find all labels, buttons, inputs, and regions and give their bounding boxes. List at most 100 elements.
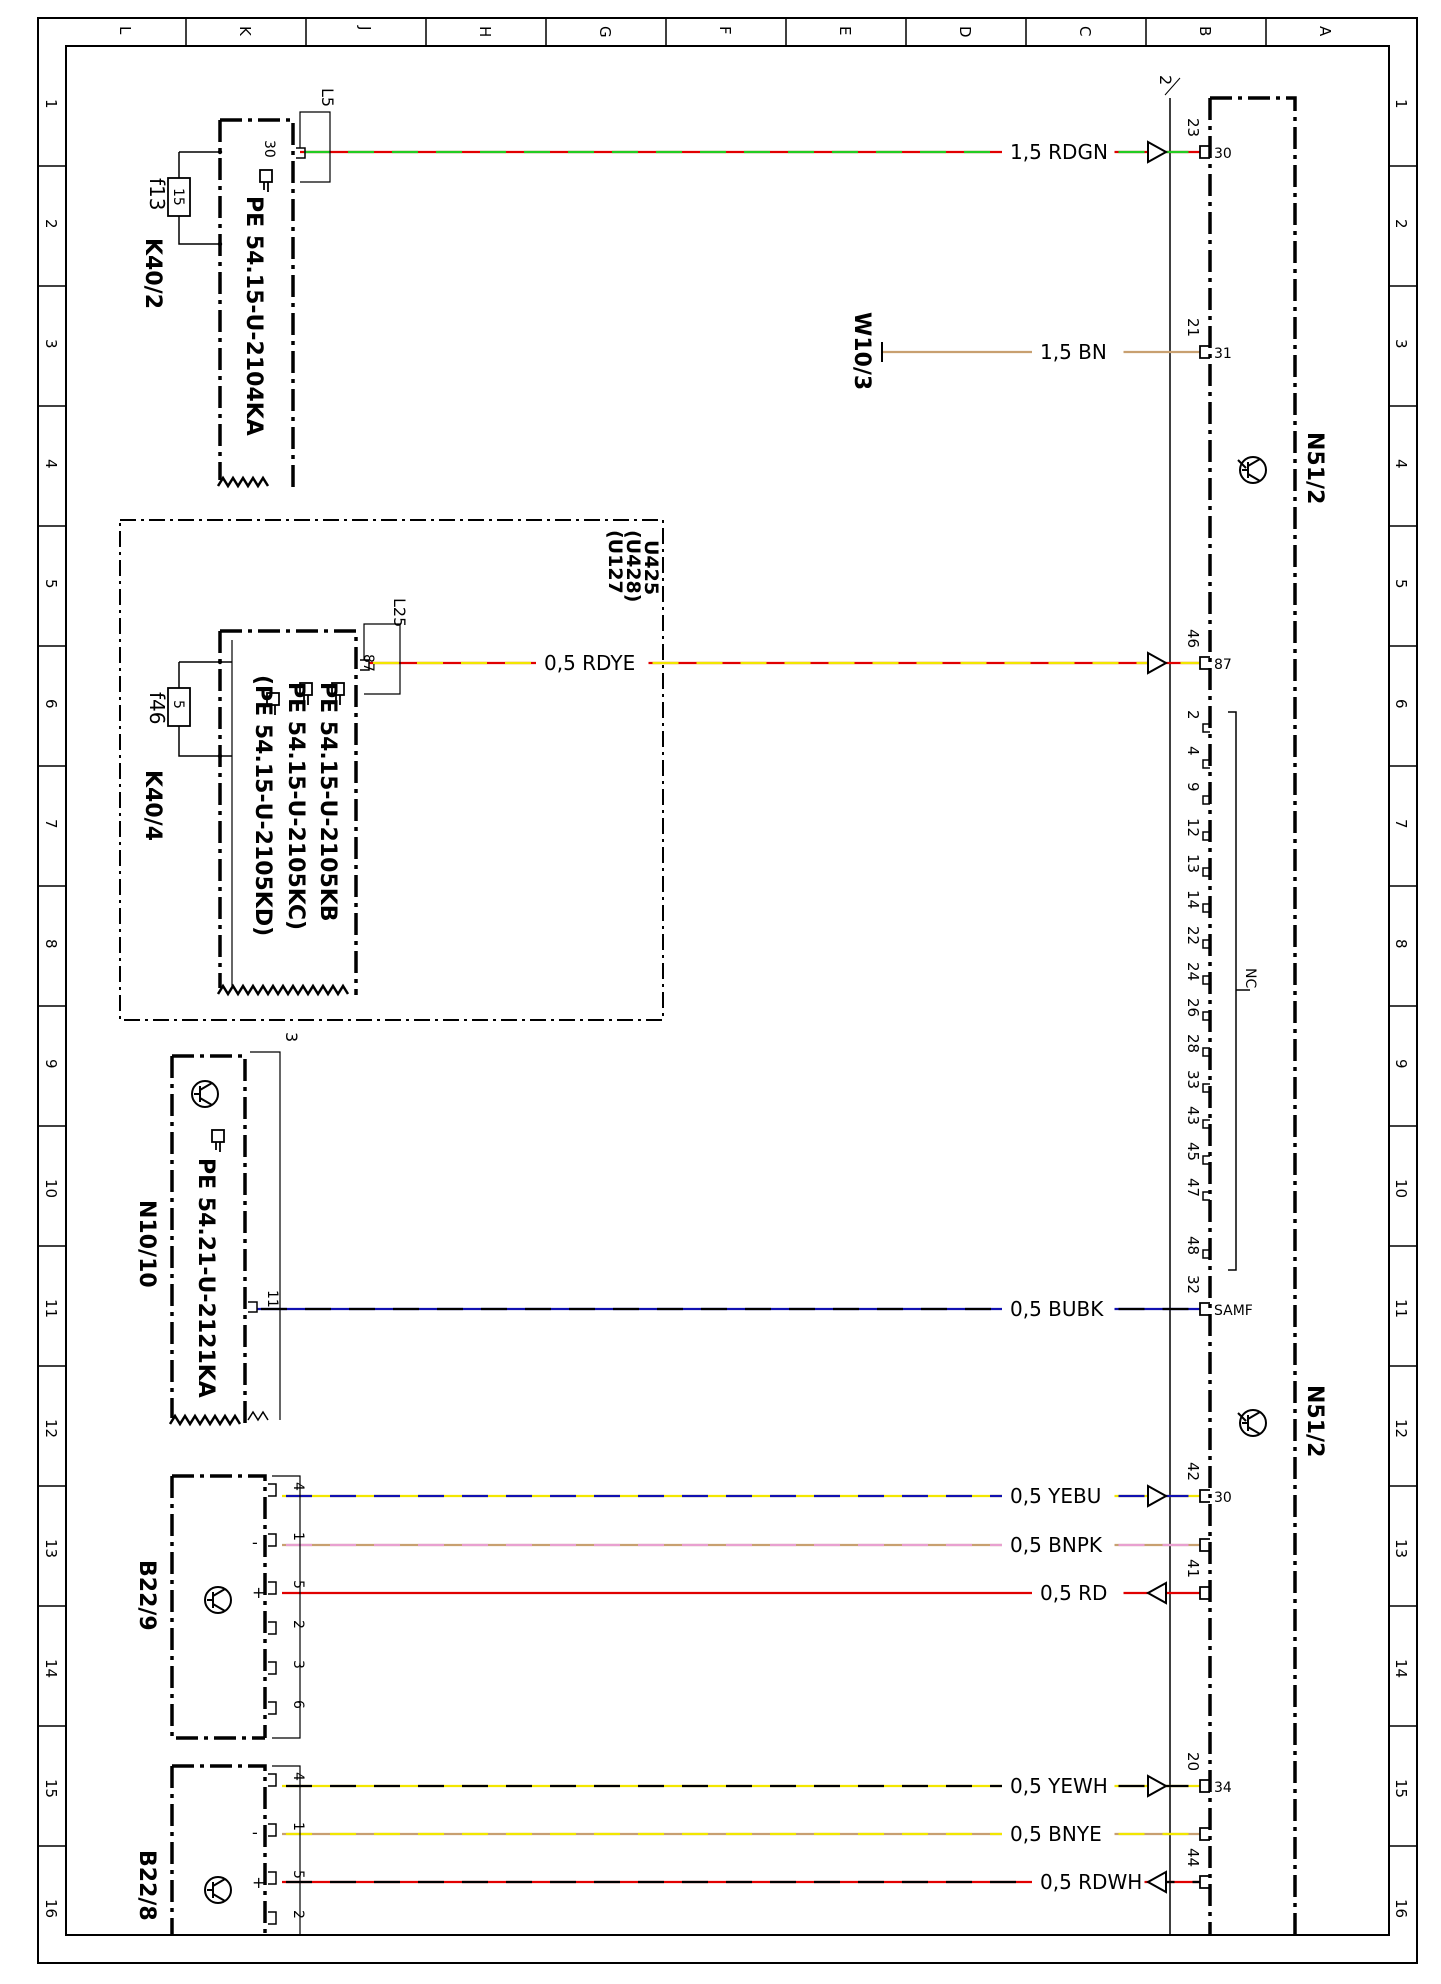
column-label-l: L [116,26,134,35]
column-label-j: J [356,25,374,30]
row-label-right-12: 12 [1392,1419,1410,1438]
n10-10-pin-11: 11 [264,1290,280,1308]
nc-label: NC [1242,968,1258,988]
nc-pin-22: 22 [1184,926,1202,945]
nc-pin-43: 43 [1184,1106,1202,1125]
k40-2-connector: L5 [318,88,337,107]
nc-pin-12: 12 [1184,818,1202,837]
row-label-left-8: 8 [42,939,60,949]
nc-pin-26: 26 [1184,998,1202,1017]
n51-2-terminal: SAMF [1214,1303,1253,1319]
n51-2-terminal: 34 [1214,1780,1232,1796]
k40-4-pe-ref-3: (PE 54.15-U-2105KD) [250,675,275,936]
row-label-right-11: 11 [1392,1299,1410,1318]
pe-pointer-icon [259,169,273,192]
signal-arrow-icon [1147,1774,1169,1798]
k40-2-label: K40/2 [140,238,165,309]
k40-4-connector: L25 [390,598,409,627]
u425-label: U425 [640,540,662,595]
wire-w8b: 0,5 BNYE [282,1822,1210,1846]
signal-arrow-icon [1145,1870,1167,1894]
row-label-left-10: 10 [42,1179,60,1198]
k40-4-relay-module: 5 f46 K40/4 PE 54.15-U-2105KB PE 54.15-U… [140,598,409,997]
row-label-right-1: 1 [1392,99,1410,109]
nc-pin-24: 24 [1184,962,1202,981]
sensor-icon [204,1876,232,1904]
nc-pin-48: 48 [1184,1236,1202,1255]
sensor-polarity: + [252,1873,265,1892]
w10-3-label: W10/3 [849,312,874,390]
sensor-pin-1: 1 [290,1532,306,1541]
signal-arrow-icon [1145,1581,1167,1605]
n51-2-pin-42: 42 [1184,1462,1202,1481]
u425-option-box: U425 (U428) (U127 [119,519,664,1021]
row-label-right-8: 8 [1392,939,1410,949]
sensor-polarity: + [252,1583,265,1602]
nc-pin-14: 14 [1184,890,1202,909]
row-label-left-4: 4 [42,459,60,469]
w10-3-ground: W10/3 [849,312,883,390]
k40-2-relay-module: 15 f13 K40/2 PE 54.15-U-2104KA 30 L5 [140,88,337,489]
fuse-f46: 5 [167,659,232,759]
row-label-left-16: 16 [42,1899,60,1918]
sensor-pin-3: 3 [290,1660,306,1669]
sensor-pin-5: 5 [290,1580,306,1589]
pe-pointer-icon [331,682,345,705]
control-unit-icon [191,1080,219,1108]
n51-2-pin-32: 32 [1184,1275,1202,1294]
row-label-right-2: 2 [1392,219,1410,229]
sensor-polarity: - [252,1533,258,1552]
b22-9-label: B22/9 [134,1560,159,1631]
fuse-f13-value: 15 [170,188,186,206]
pe-pointer-icon [211,1129,225,1152]
n51-2-terminal: 87 [1214,657,1232,673]
row-label-right-9: 9 [1392,1059,1410,1069]
column-label-f: F [716,26,734,35]
row-label-right-7: 7 [1392,819,1410,829]
b22-8-label: B22/8 [134,1850,159,1921]
nc-pin-2: 2 [1184,710,1202,720]
sensor-pin-1: 1 [290,1822,306,1831]
row-label-right-13: 13 [1392,1539,1410,1558]
row-label-left-15: 15 [42,1779,60,1798]
fuse-f46-ref: f46 [145,692,169,725]
k40-4-pin-87: 87 [360,654,376,672]
nc-pin-45: 45 [1184,1142,1202,1161]
n51-2-connector-number: 2 [1156,75,1175,85]
row-label-right-5: 5 [1392,579,1410,589]
row-label-left-11: 11 [42,1299,60,1318]
drawing-frame [37,17,1418,1964]
n51-2-pin-46: 46 [1184,629,1202,648]
k40-2-pe-ref: PE 54.15-U-2104KA [241,196,266,436]
sensor-pin-5: 5 [290,1870,306,1879]
row-label-left-6: 6 [42,699,60,709]
row-label-left-5: 5 [42,579,60,589]
row-label-left-1: 1 [42,99,60,109]
n51-2-pin-41: 41 [1184,1559,1202,1578]
k40-4-label: K40/4 [140,770,165,841]
column-label-k: K [236,26,254,37]
column-label-g: G [596,26,614,38]
wire-label: 0,5 BUBK [1010,1297,1104,1321]
pe-pointer-icon [299,682,313,705]
row-label-right-3: 3 [1392,339,1410,349]
row-label-left-3: 3 [42,339,60,349]
n51-2-module-symbol-top [1237,456,1267,484]
wire-label: 1,5 BN [1040,340,1107,364]
row-label-right-10: 10 [1392,1179,1410,1198]
sensor-pin-6: 6 [290,1700,306,1709]
column-label-b: B [1196,26,1214,36]
nc-pin-13: 13 [1184,854,1202,873]
row-label-left-9: 9 [42,1059,60,1069]
column-label-e: E [836,26,854,35]
row-label-right-16: 16 [1392,1899,1410,1918]
sensor-pin-2: 2 [290,1620,306,1629]
